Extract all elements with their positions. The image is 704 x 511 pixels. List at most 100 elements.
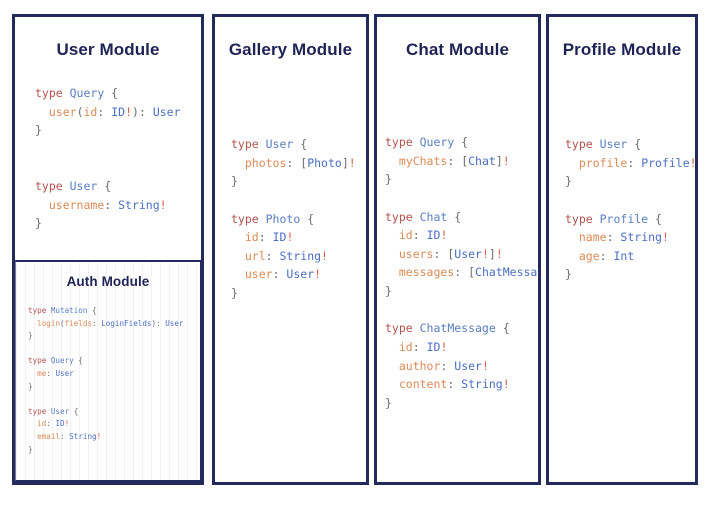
code-token: ] [341, 155, 349, 170]
code-line: } [28, 381, 184, 394]
schema-code-user: type Query { user(id: ID!): User} type U… [35, 84, 181, 233]
code-line [35, 159, 181, 178]
code-line: name: String! [565, 228, 695, 247]
code-token: id [37, 419, 47, 429]
code-line: myChats: [Chat]! [385, 152, 538, 171]
code-token [385, 228, 399, 242]
code-token: ! [481, 358, 489, 373]
code-line: } [231, 172, 356, 191]
code-token: User [454, 358, 482, 373]
code-token: id [83, 104, 98, 119]
module-card-chat[interactable]: Chat Module type Query { myChats: [Chat]… [374, 14, 541, 485]
code-line: login(fields: LoginFields): User [28, 318, 184, 331]
code-token: { [648, 211, 662, 226]
code-token: myChats [398, 153, 448, 168]
code-line: } [28, 444, 184, 457]
code-token: User [50, 406, 70, 416]
code-token: { [73, 356, 83, 366]
code-token: author [398, 358, 441, 373]
code-token: user [244, 267, 273, 282]
code-token: { [627, 137, 642, 151]
code-token [28, 394, 33, 403]
code-token: ! [440, 339, 448, 354]
code-token: : [627, 155, 642, 170]
code-token: } [385, 172, 392, 187]
code-line: author: User! [385, 357, 538, 376]
code-token: ! [440, 228, 448, 243]
code-token: } [385, 284, 392, 298]
code-token: ! [159, 197, 167, 212]
code-line: username: String! [35, 196, 181, 215]
code-token: type [385, 135, 420, 149]
code-token: ! [689, 155, 697, 170]
schema-code-profile: type User { profile: Profile!} type Prof… [565, 135, 697, 284]
module-card-user[interactable]: User Module type Query { user(id: ID!): … [12, 14, 204, 485]
code-token: : [412, 339, 427, 354]
code-token: Chat [468, 153, 496, 168]
code-token: ! [495, 246, 503, 261]
code-line: } [28, 330, 184, 343]
code-token: email [37, 431, 61, 441]
code-line: type User { [35, 177, 181, 196]
module-title-gallery: Gallery Module [228, 40, 353, 59]
code-line [385, 301, 538, 320]
code-token: username [48, 197, 105, 212]
code-token [231, 156, 245, 170]
code-line: url: String! [231, 247, 356, 266]
code-token: String [69, 431, 97, 441]
code-token: } [231, 286, 238, 300]
code-line: } [385, 282, 538, 301]
code-token: : [97, 104, 112, 119]
code-token [35, 105, 49, 119]
code-token: ( [76, 104, 84, 119]
code-token: Int [613, 248, 635, 263]
code-token [385, 154, 399, 168]
code-token: type [231, 211, 266, 226]
module-card-profile[interactable]: Profile Module type User { profile: Prof… [546, 14, 698, 485]
code-line: type Chat { [385, 208, 538, 227]
code-token: login [37, 318, 61, 328]
code-token: ID [111, 104, 126, 119]
code-token [385, 191, 392, 205]
code-token: Profile [641, 155, 690, 170]
schema-code-auth: type Mutation { login(fields: LoginField… [28, 305, 184, 456]
module-card-auth[interactable]: Auth Module type Mutation { login(fields… [15, 260, 201, 482]
code-token: profile [578, 155, 628, 170]
code-token: { [293, 137, 308, 151]
code-token: type [565, 211, 600, 226]
code-token: ) [132, 104, 139, 119]
code-line: profile: Profile! [565, 154, 697, 173]
code-token: : [60, 431, 70, 441]
code-token: } [28, 444, 33, 454]
code-token: { [104, 86, 119, 100]
code-token [35, 161, 42, 175]
schema-code-gallery: type User { photos: [Photo]!} type Photo… [231, 135, 356, 303]
code-token: ! [481, 246, 489, 261]
code-token: : [433, 246, 448, 261]
code-line: } [565, 172, 695, 191]
code-token: Photo [265, 211, 301, 226]
code-token: Photo [307, 155, 342, 170]
code-token: User [165, 318, 184, 328]
code-token [28, 344, 33, 353]
code-token: } [35, 123, 42, 138]
module-card-gallery[interactable]: Gallery Module type User { photos: [Phot… [212, 14, 369, 485]
code-token: } [28, 381, 33, 391]
code-token [28, 319, 37, 328]
code-token: User [69, 179, 98, 194]
code-line: messages: [ChatMessage]! [385, 263, 538, 282]
code-token: } [385, 395, 392, 410]
code-token: String [461, 377, 503, 392]
code-token: { [454, 135, 469, 149]
code-token: user [48, 104, 77, 119]
code-token: type [28, 406, 51, 416]
code-line [28, 343, 184, 356]
code-token: : [447, 377, 462, 392]
code-token [385, 247, 399, 261]
code-token: } [565, 174, 572, 189]
code-token: : [265, 248, 280, 263]
code-line: } [35, 121, 181, 140]
code-token: ! [321, 248, 328, 263]
code-token: : [599, 248, 614, 263]
code-line: id: ID! [385, 338, 538, 357]
